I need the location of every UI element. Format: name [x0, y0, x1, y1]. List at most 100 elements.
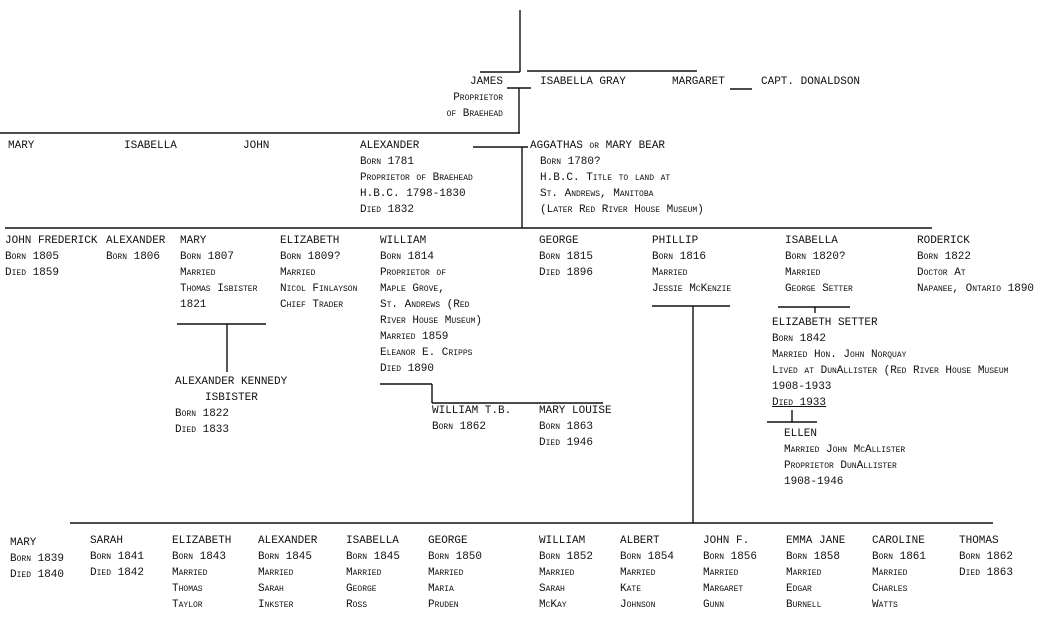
person-detail: Married Hon. John Norquay [772, 349, 907, 361]
person-phillip: PHILLIP Born 1816 Married Jessie McKenzi… [652, 233, 731, 297]
person-detail: Died 1833 [175, 424, 230, 436]
person-aggathas-mary-bear: AGGATHAS or MARY BEAR Born 1780? H.B.C. … [530, 138, 704, 218]
person-detail: H.B.C. 1798-1830 [360, 188, 466, 200]
person-detail: Born 1861 [872, 551, 927, 563]
person-detail: Born 1858 [786, 551, 841, 563]
person-name: ELIZABETH [172, 535, 232, 547]
person-detail: Married [620, 567, 656, 579]
person-name: ELLEN [784, 428, 818, 440]
person-elizabeth-gen2: ELIZABETH Born 1809? Married Nicol Finla… [280, 233, 357, 313]
person-detail: Kate [620, 583, 642, 595]
person-detail: Married [172, 567, 208, 579]
person-detail: Proprietor of Braehead [360, 172, 473, 184]
person-detail: Born 1843 [172, 551, 227, 563]
person-detail: Napanee, Ontario 1890 [917, 283, 1035, 295]
person-name: JOHN F. [703, 535, 750, 547]
person-detail: Proprietor [453, 92, 503, 104]
person-detail: Died 1840 [10, 569, 65, 581]
person-detail: Died 1859 [5, 267, 60, 279]
person-detail: Born 1863 [539, 421, 594, 433]
person-name: CAPT. DONALDSON [761, 76, 861, 88]
person-name: ALEXANDER [106, 235, 166, 247]
person-name: ISABELLA GRAY [540, 76, 626, 88]
person-detail: Sarah [539, 583, 565, 595]
person-ellen: ELLEN Married John McAllister Proprietor… [784, 426, 905, 490]
person-william-gen2: WILLIAM Born 1814 Proprietor of Maple Gr… [380, 233, 482, 377]
person-detail: St. Andrews, Manitoba [540, 188, 654, 200]
person-name: ISABELLA [785, 235, 838, 247]
person-detail: Married [786, 567, 822, 579]
person-detail: Died 1890 [380, 363, 435, 375]
person-detail: Charles [872, 583, 908, 595]
person-name: JOHN FREDERICK [5, 235, 98, 247]
person-detail: Married [703, 567, 739, 579]
person-name: ALEXANDER [258, 535, 318, 547]
person-detail: River House Museum) [380, 315, 483, 327]
person-name: RODERICK [917, 235, 970, 247]
person-detail: Johnson [620, 599, 656, 611]
person-detail: Taylor [172, 599, 203, 611]
person-name: ALBERT [620, 535, 660, 547]
person-detail: Edgar [786, 583, 812, 595]
person-name: MARY LOUISE [539, 405, 612, 417]
person-detail: Sarah [258, 583, 284, 595]
person-detail: Chief Trader [280, 299, 344, 311]
person-detail: Born 1854 [620, 551, 675, 563]
person-detail: Born 1820? [785, 251, 846, 263]
person-detail: Lived at DunAllister (Red River House Mu… [772, 365, 1009, 377]
person-detail: Born 1815 [539, 251, 594, 263]
person-detail: 1821 [180, 299, 207, 311]
person-detail: Inkster [258, 599, 294, 611]
person-alexander-gen2: ALEXANDER Born 1806 [106, 233, 165, 265]
person-mary-louise: MARY LOUISE Born 1863 Died 1946 [539, 403, 612, 451]
person-name: AGGATHAS or MARY BEAR [530, 138, 704, 154]
person-detail: Married [539, 567, 575, 579]
person-name: PHILLIP [652, 235, 699, 247]
person-detail: Died 1832 [360, 204, 415, 216]
person-mary-gen1: MARY [8, 138, 34, 154]
person-detail: Born 1850 [428, 551, 483, 563]
person-detail: Born 1845 [346, 551, 401, 563]
person-detail: Married [180, 267, 216, 279]
person-name: MARY [10, 537, 37, 549]
person-john-frederick: JOHN FREDERICK Born 1805 Died 1859 [5, 233, 97, 281]
person-name: THOMAS [959, 535, 999, 547]
person-detail: Born 1816 [652, 251, 707, 263]
person-detail: Married [346, 567, 382, 579]
person-name: ELIZABETH SETTER [772, 317, 878, 329]
person-detail: Married [872, 567, 908, 579]
person-detail: Born 1839 [10, 553, 65, 565]
person-detail: Pruden [428, 599, 459, 611]
person-detail: Born 1856 [703, 551, 758, 563]
person-detail: Died 1842 [90, 567, 145, 579]
person-detail: Doctor At [917, 267, 966, 279]
person-detail: Eleanor E. Cripps [380, 347, 473, 359]
person-name: WILLIAM [539, 535, 586, 547]
person-detail: Born 1841 [90, 551, 145, 563]
person-elizabeth-setter: ELIZABETH SETTER Born 1842 Married Hon. … [772, 315, 1008, 411]
person-detail: Born 1806 [106, 251, 161, 263]
person-detail: Born 1842 [772, 333, 827, 345]
person-detail: Married [785, 267, 821, 279]
person-detail: Born 1781 [360, 156, 415, 168]
person-name: ALEXANDER [360, 140, 420, 152]
person-detail: Died 1896 [539, 267, 594, 279]
person-detail: H.B.C. Title to land at [540, 172, 671, 184]
person-detail: (Later Red River House Museum) [540, 204, 704, 216]
person-detail: Died 1863 [959, 567, 1014, 579]
person-detail: McKay [539, 599, 567, 611]
person-roderick: RODERICK Born 1822 Doctor At Napanee, On… [917, 233, 1034, 297]
person-detail: Born 1822 [917, 251, 972, 263]
person-detail: Ross [346, 599, 368, 611]
person-name: MARY [180, 235, 207, 247]
